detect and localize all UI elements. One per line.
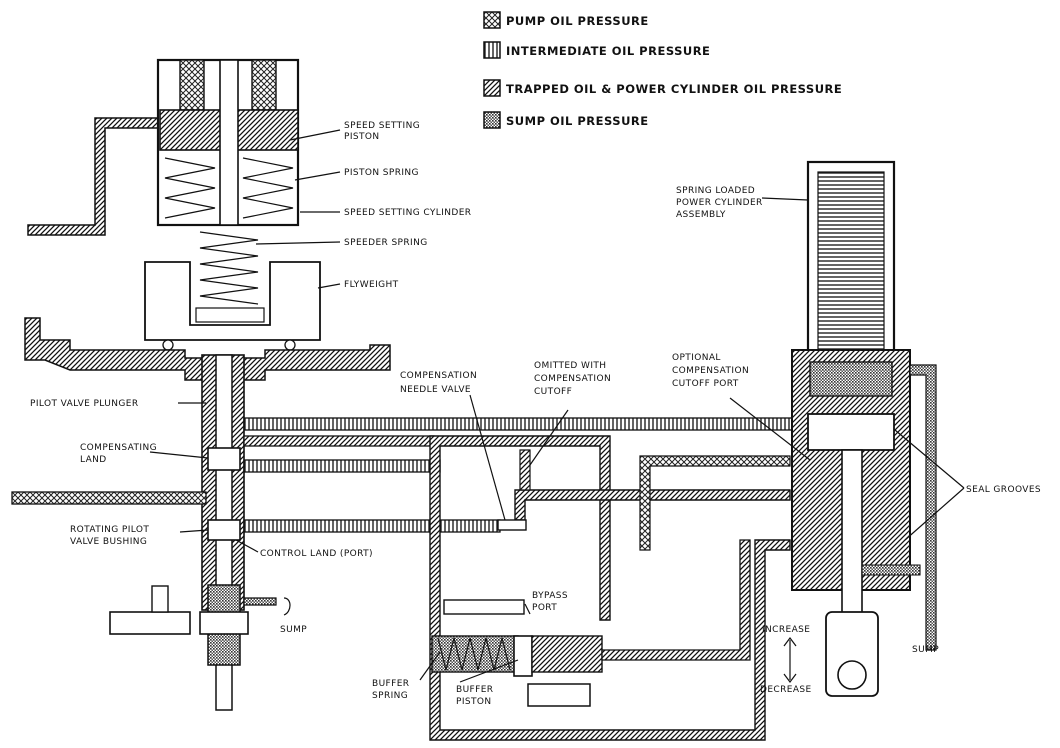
compensating-land <box>207 447 241 471</box>
legend-label-pump: PUMP OIL PRESSURE <box>506 14 649 28</box>
label-optional-compensation-cutoff-port-2: COMPENSATION <box>672 366 749 376</box>
compensating-line <box>243 459 441 473</box>
omitted-line-stub <box>519 449 531 491</box>
power-piston <box>807 413 895 451</box>
label-decrease: DECREASE <box>760 685 812 695</box>
piston-spring <box>164 157 294 219</box>
legend-swatch-pump <box>483 11 501 29</box>
label-flyweight: FLYWEIGHT <box>344 280 399 290</box>
label-increase: INCREASE <box>762 625 810 635</box>
oil-passages <box>243 417 815 741</box>
pilot-valve-sump-line <box>243 597 277 606</box>
label-buffer-piston-2: PISTON <box>456 697 492 707</box>
power-cylinder-assembly <box>783 160 965 697</box>
power-cylinder-sump-chamber <box>809 361 893 397</box>
buffer-piston <box>513 635 533 677</box>
legend-label-trapped: TRAPPED OIL & POWER CYLINDER OIL PRESSUR… <box>506 82 842 96</box>
label-seal-grooves: SEAL GROOVES <box>966 485 1041 495</box>
drive-shaft-stub <box>151 585 169 613</box>
flyweight-pivot-left <box>162 339 174 351</box>
legend-label-sump: SUMP OIL PRESSURE <box>506 114 649 128</box>
legend-swatch-intermediate <box>483 41 501 59</box>
label-compensation-needle-valve-2: NEEDLE VALVE <box>400 385 471 395</box>
buffer-lower-chamber <box>527 683 591 707</box>
label-sump-left: SUMP <box>280 625 307 635</box>
speed-setting-upper-chamber-right <box>251 59 277 111</box>
speed-setting-upper-chamber-left <box>179 59 205 111</box>
increase-decrease-arrow <box>783 637 797 683</box>
label-pilot-valve-plunger: PILOT VALVE PLUNGER <box>30 399 139 409</box>
control-land <box>207 519 241 541</box>
seal-groove-lower-passage <box>861 564 921 576</box>
sump-arrow <box>283 597 291 616</box>
label-spring-loaded-power-cylinder-3: ASSEMBLY <box>676 210 726 220</box>
label-spring-loaded-power-cylinder-1: SPRING LOADED <box>676 186 755 196</box>
label-compensating-land-2: LAND <box>80 455 107 465</box>
speeder-spring <box>199 231 259 305</box>
label-speeder-spring: SPEEDER SPRING <box>344 238 428 248</box>
speed-setting-assembly <box>24 58 391 381</box>
label-omitted-with-compensation-cutoff-3: CUTOFF <box>534 387 572 397</box>
label-bypass-port-2: PORT <box>532 603 557 613</box>
pump-oil-supply-line <box>11 491 207 505</box>
trapped-oil-line-upper <box>243 435 435 447</box>
ballhead-base <box>24 317 391 381</box>
seal-groove-sump-line <box>909 364 937 651</box>
speed-setting-rod <box>219 59 239 226</box>
label-spring-loaded-power-cylinder-2: POWER CYLINDER <box>676 198 763 208</box>
buffer-cylinder-right <box>531 635 603 673</box>
bushing-gear <box>199 611 249 635</box>
legend-label-intermediate: INTERMEDIATE OIL PRESSURE <box>506 44 710 58</box>
bypass-port <box>443 599 525 615</box>
legend: PUMP OIL PRESSURE INTERMEDIATE OIL PRESS… <box>483 11 842 129</box>
flyweight-pivot-right <box>284 339 296 351</box>
label-compensating-land-1: COMPENSATING <box>80 443 157 453</box>
legend-swatch-sump <box>483 111 501 129</box>
control-line <box>243 519 501 533</box>
clevis-pin-hole <box>837 660 867 690</box>
compensation-needle-valve <box>497 519 527 531</box>
label-rotating-pilot-valve-bushing-2: VALVE BUSHING <box>70 537 147 547</box>
power-cylinder-spring <box>817 171 885 359</box>
label-piston-spring: PISTON SPRING <box>344 168 419 178</box>
legend-swatch-trapped <box>483 79 501 97</box>
label-optional-compensation-cutoff-port-1: OPTIONAL <box>672 353 721 363</box>
label-omitted-with-compensation-cutoff-2: COMPENSATION <box>534 374 611 384</box>
power-cylinder-return-loop <box>429 435 791 741</box>
label-speed-setting-piston-2: PISTON <box>344 132 380 142</box>
seal-grooves-leaders <box>894 429 965 541</box>
labels: SPEED SETTING PISTON PISTON SPRING SPEED… <box>30 121 1041 707</box>
pump-line-to-cutoff <box>639 455 791 551</box>
label-optional-compensation-cutoff-port-3: CUTOFF PORT <box>672 379 739 389</box>
flyweight-toe-bearing <box>195 307 265 323</box>
flyweight <box>144 261 321 341</box>
label-omitted-with-compensation-cutoff-1: OMITTED WITH <box>534 361 606 371</box>
label-bypass-port-1: BYPASS <box>532 591 568 601</box>
label-compensation-needle-valve-1: COMPENSATION <box>400 371 477 381</box>
pilot-valve-assembly <box>11 354 291 711</box>
buffer-to-cylinder-line <box>601 539 751 661</box>
leader-lines <box>149 129 811 683</box>
label-buffer-spring-2: SPRING <box>372 691 408 701</box>
label-buffer-spring-1: BUFFER <box>372 679 409 689</box>
label-buffer-piston-1: BUFFER <box>456 685 493 695</box>
power-piston-rod <box>841 449 863 631</box>
needle-valve-line <box>514 489 791 521</box>
drive-gear <box>109 611 191 635</box>
speed-setting-supply-line <box>27 117 159 236</box>
intermediate-oil-line-upper <box>243 417 815 431</box>
label-speed-setting-piston-1: SPEED SETTING <box>344 121 420 131</box>
label-speed-setting-cylinder: SPEED SETTING CYLINDER <box>344 208 471 218</box>
buffer-spring <box>437 637 511 671</box>
label-rotating-pilot-valve-bushing-1: ROTATING PILOT <box>70 525 149 535</box>
label-sump-right: SUMP <box>912 645 939 655</box>
label-control-land-port: CONTROL LAND (PORT) <box>260 549 373 559</box>
